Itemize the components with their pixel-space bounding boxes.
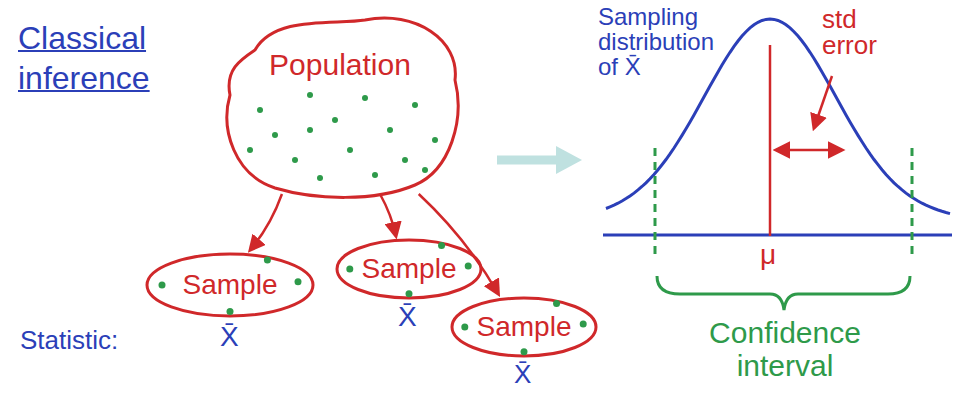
population-blob: Population [215, 10, 465, 200]
sampling-arrow [380, 194, 396, 236]
blob-outline [215, 10, 465, 200]
interval-brace [657, 276, 910, 310]
sample-ellipse: Sample [450, 296, 598, 358]
statistic-label: Statistic: [20, 326, 118, 355]
mean-line [769, 45, 772, 236]
sampling-arrow [250, 194, 282, 250]
interval-limit [654, 148, 657, 254]
statistic-symbol: X̄ [514, 360, 531, 389]
distribution-heading: Sampling distribution of X̄ [598, 4, 733, 80]
statistic-symbol: X̄ [398, 302, 417, 333]
sample-ellipse: Sample [145, 252, 315, 318]
mean-symbol: μ [760, 240, 776, 271]
leader-line [814, 76, 832, 128]
std-error-arrow [776, 149, 842, 152]
statistic-symbol: X̄ [220, 322, 239, 353]
transition-arrow [497, 146, 582, 174]
node-label: Sample [477, 311, 572, 343]
sample-ellipse: Sample [335, 238, 483, 300]
title: Classical inference [18, 18, 193, 98]
node-label: Sample [362, 253, 457, 285]
interval-label: Confidence interval [680, 316, 890, 382]
std-error-label: std error [822, 6, 902, 58]
node-label: Sample [183, 269, 278, 301]
interval-limit [911, 148, 914, 254]
node-label: Population [269, 48, 411, 83]
